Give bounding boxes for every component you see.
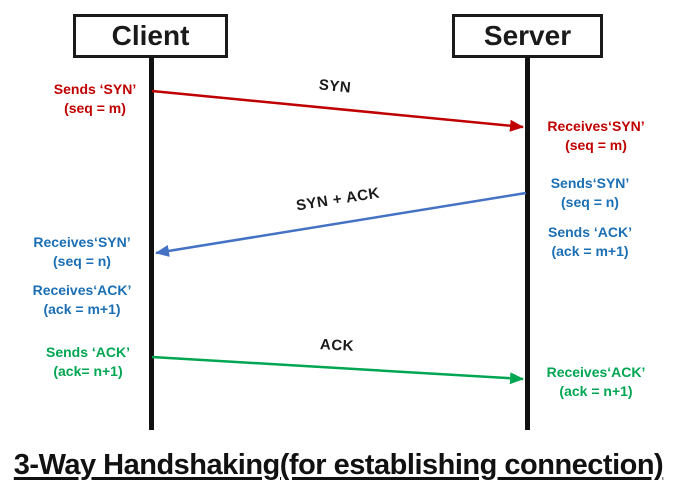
server-receives-syn-label: Receives‘SYN’ (seq = m): [536, 117, 656, 155]
client-sends-syn-line1: Sends ‘SYN’: [53, 81, 137, 97]
client-sends-syn-line2: (seq = m): [64, 100, 126, 116]
server-receives-syn-line2: (seq = m): [565, 137, 627, 153]
server-lifeline: [525, 57, 530, 430]
client-sends-syn-label: Sends ‘SYN’ (seq = m): [35, 80, 155, 118]
client-receives-syn-line1: Receives‘SYN’: [33, 234, 131, 250]
server-sends-syn-line1: Sends‘SYN’: [550, 175, 630, 191]
client-receives-ack-label: Receives‘ACK’ (ack = m+1): [22, 281, 142, 319]
syn-ack-message-label: SYN + ACK: [294, 184, 381, 215]
client-sends-ack-line1: Sends ‘ACK’: [45, 344, 130, 360]
client-receives-syn-line2: (seq = n): [53, 253, 111, 269]
server-sends-syn-label: Sends‘SYN’ (seq = n): [530, 174, 650, 212]
client-receives-ack-line1: Receives‘ACK’: [32, 282, 132, 298]
server-receives-ack-line2: (ack = n+1): [559, 383, 633, 399]
client-receives-ack-line2: (ack = m+1): [43, 301, 121, 317]
diagram-title-text: 3-Way Handshaking(for establishing conne…: [13, 449, 664, 481]
client-sends-ack-line2: (ack= n+1): [53, 363, 123, 379]
syn-arrow: [151, 89, 524, 132]
server-sends-syn-line2: (seq = n): [561, 194, 619, 210]
diagram-title: 3-Way Handshaking(for establishing conne…: [0, 449, 677, 482]
server-receives-ack-label: Receives‘ACK’ (ack = n+1): [536, 363, 656, 401]
client-receives-syn-label: Receives‘SYN’ (seq = n): [22, 233, 142, 271]
client-lifeline: [149, 57, 154, 430]
server-sends-ack-line2: (ack = m+1): [551, 243, 629, 259]
server-receives-syn-line1: Receives‘SYN’: [547, 118, 645, 134]
server-receives-ack-line1: Receives‘ACK’: [546, 364, 646, 380]
ack-arrow: [151, 355, 524, 385]
server-actor-box: Server: [452, 14, 603, 58]
syn-message-label: SYN: [318, 76, 352, 97]
client-actor-box: Client: [73, 14, 228, 58]
client-sends-ack-label: Sends ‘ACK’ (ack= n+1): [28, 343, 148, 381]
client-actor-label: Client: [111, 20, 190, 51]
server-actor-label: Server: [483, 20, 572, 51]
ack-message-label: ACK: [319, 336, 355, 355]
server-sends-ack-label: Sends ‘ACK’ (ack = m+1): [530, 223, 650, 261]
server-sends-ack-line1: Sends ‘ACK’: [547, 224, 632, 240]
